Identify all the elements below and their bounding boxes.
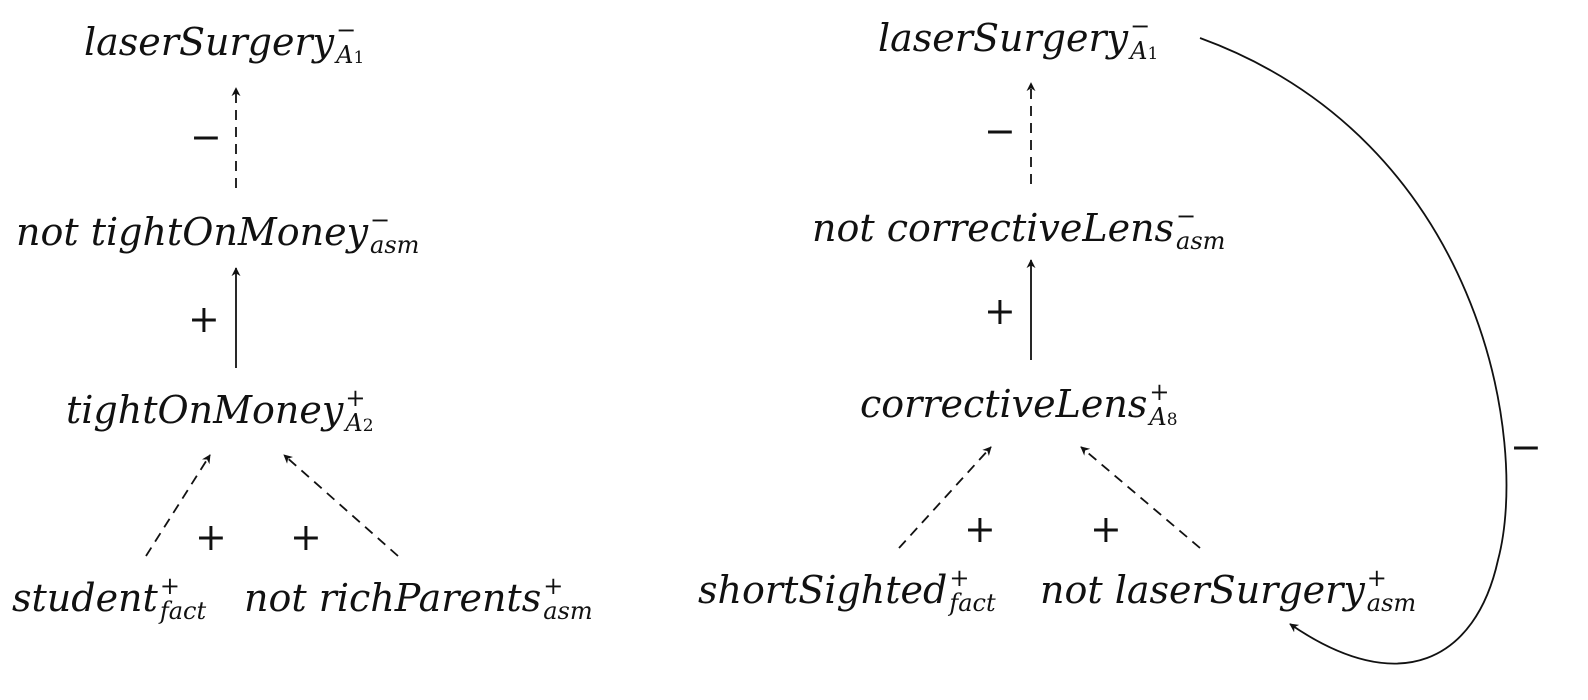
node-polarity: − — [336, 16, 357, 44]
node-polarity: + — [159, 572, 180, 600]
node-subscript: A — [1130, 37, 1148, 66]
left-leaf-right-edge-label: + — [290, 515, 322, 559]
node-subscript: asm — [1176, 227, 1226, 256]
left-middle-node: not tightOnMoney−asm — [16, 206, 420, 260]
right-support-edge-leaf-left — [898, 446, 992, 549]
left-bottom-node: tightOnMoney+A2 — [66, 384, 374, 438]
node-label: not richParents — [244, 575, 542, 620]
left-top-edge-label: − — [190, 115, 222, 159]
loop-edge-label: − — [1510, 425, 1542, 469]
node-subscript: asm — [1366, 589, 1417, 618]
node-polarity: + — [949, 564, 970, 592]
right-leaf-left-node: shortSighted+fact — [698, 564, 996, 618]
node-label: student — [12, 575, 158, 620]
right-bottom-node: correctiveLens+A8 — [860, 378, 1178, 432]
node-subscript: A — [1149, 403, 1167, 432]
node-label: correctiveLens — [860, 381, 1148, 426]
right-middle-edge-label: + — [984, 289, 1016, 333]
node-polarity: − — [1176, 202, 1197, 230]
node-subscript: asm — [370, 231, 420, 260]
right-leaf-right-edge-label: + — [1090, 507, 1122, 551]
node-polarity: + — [345, 384, 366, 412]
right-leaf-right-node: not laserSurgery+asm — [1040, 564, 1417, 618]
left-support-edge-leaf-left — [145, 454, 211, 557]
right-support-edge-leaf-right — [1080, 446, 1201, 549]
node-subscript: fact — [949, 589, 996, 618]
node-label: laserSurgery — [878, 15, 1129, 60]
node-label: not correctiveLens — [812, 205, 1175, 250]
right-top-node: laserSurgery−A1 — [878, 12, 1159, 66]
left-leaf-right-node: not richParents+asm — [244, 572, 593, 626]
left-middle-edge-label: + — [188, 297, 220, 341]
left-support-edge-leaf-right — [283, 454, 399, 557]
node-polarity: + — [1366, 564, 1387, 592]
node-label: tightOnMoney — [66, 387, 344, 432]
node-label: laserSurgery — [84, 19, 335, 64]
node-polarity: − — [370, 206, 391, 234]
right-top-edge-label: − — [984, 109, 1016, 153]
node-label: not laserSurgery — [1040, 567, 1365, 612]
node-subscript-index: 1 — [1147, 44, 1159, 65]
node-polarity: + — [1149, 378, 1170, 406]
node-subscript-index: 1 — [353, 48, 365, 69]
left-leaf-left-node: student+fact — [12, 572, 207, 626]
right-leaf-left-edge-label: + — [964, 507, 996, 551]
right-middle-node: not correctiveLens−asm — [812, 202, 1226, 256]
node-subscript: fact — [159, 597, 207, 626]
node-polarity: + — [543, 572, 564, 600]
node-subscript: asm — [543, 597, 593, 626]
node-subscript: A — [345, 409, 363, 438]
left-top-node: laserSurgery−A1 — [84, 16, 365, 70]
left-leaf-left-edge-label: + — [195, 515, 227, 559]
node-subscript-index: 2 — [362, 416, 374, 437]
node-subscript: A — [336, 41, 354, 70]
node-polarity: − — [1130, 12, 1151, 40]
node-label: shortSighted — [698, 567, 948, 612]
node-label: not tightOnMoney — [16, 209, 369, 254]
loop-attack-edge — [1199, 37, 1508, 665]
node-subscript-index: 8 — [1166, 410, 1178, 431]
